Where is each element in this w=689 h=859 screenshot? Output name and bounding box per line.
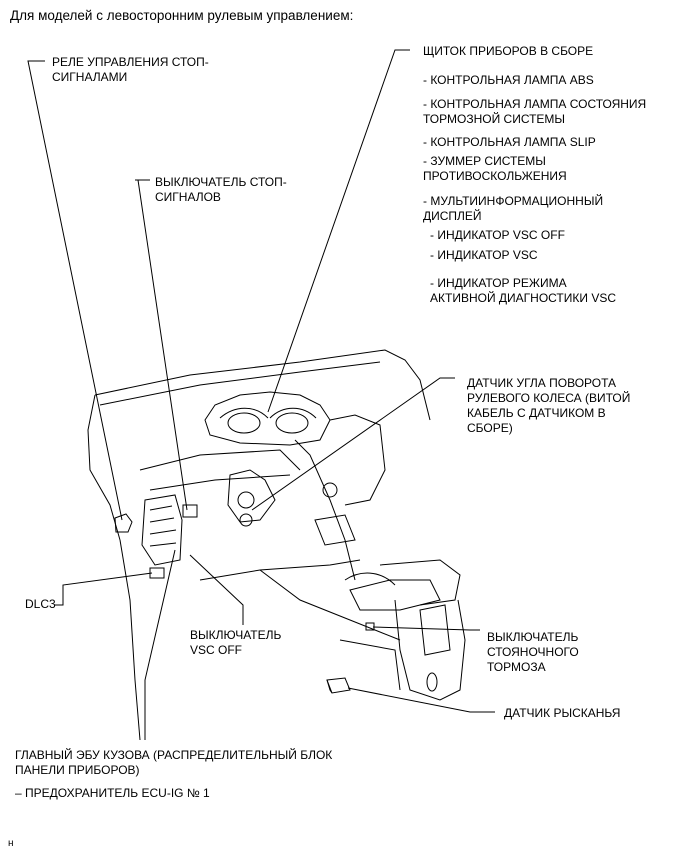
vsc-off-indicator-label: - ИНДИКАТОР VSC OFF [430, 228, 565, 242]
multi-display-label: - МУЛЬТИИНФОРМАЦИОННЫЙ ДИСПЛЕЙ [423, 194, 604, 223]
vsc-off-switch-label: ВЫКЛЮЧАТЕЛЬ VSC OFF [190, 628, 282, 657]
stop-switch-label: ВЫКЛЮЧАТЕЛЬ СТОП- СИГНАЛОВ [155, 175, 287, 204]
stop-relay-label: РЕЛЕ УПРАВЛЕНИЯ СТОП- СИГНАЛАМИ [52, 55, 209, 84]
fuse-label: – ПРЕДОХРАНИТЕЛЬ ECU-IG № 1 [15, 786, 210, 800]
corner-mark: н [8, 838, 14, 849]
brake-lamp-label: - КОНТРОЛЬНАЯ ЛАМПА СОСТОЯНИЯ ТОРМОЗНОЙ … [423, 97, 647, 126]
body-ecu-label: ГЛАВНЫЙ ЭБУ КУЗОВА (РАСПРЕДЕЛИТЕЛЬНЫЙ БЛ… [15, 748, 333, 777]
page-title: Для моделей с левосторонним рулевым упра… [10, 8, 354, 23]
buzzer-label: - ЗУММЕР СИСТЕМЫ ПРОТИВОСКОЛЬЖЕНИЯ [423, 154, 567, 183]
slip-lamp-label: - КОНТРОЛЬНАЯ ЛАМПА SLIP [423, 135, 596, 149]
steering-sensor-label: ДАТЧИК УГЛА ПОВОРОТА РУЛЕВОГО КОЛЕСА (ВИ… [467, 376, 631, 435]
vsc-diagnostic-label: - ИНДИКАТОР РЕЖИМА АКТИВНОЙ ДИАГНОСТИКИ … [430, 276, 617, 305]
parking-switch-label: ВЫКЛЮЧАТЕЛЬ СТОЯНОЧНОГО ТОРМОЗА [487, 630, 579, 674]
abs-lamp-label: - КОНТРОЛЬНАЯ ЛАМПА ABS [423, 73, 594, 87]
cluster-label: ЩИТОК ПРИБОРОВ В СБОРЕ [423, 44, 594, 58]
dlc3-label: DLC3 [25, 597, 56, 611]
yaw-sensor-label: ДАТЧИК РЫСКАНЬЯ [504, 706, 621, 720]
vsc-indicator-label: - ИНДИКАТОР VSC [430, 248, 538, 262]
